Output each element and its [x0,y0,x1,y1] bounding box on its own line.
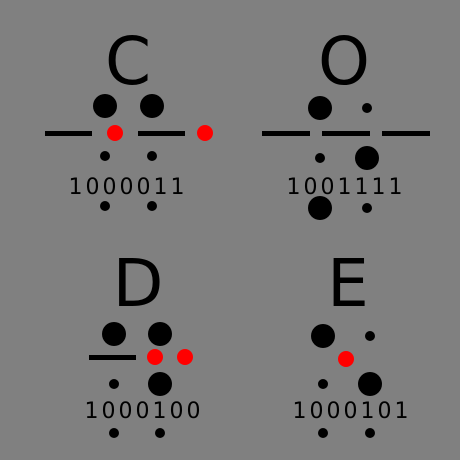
large-dot [140,94,164,118]
bar [138,131,185,136]
bar [262,131,310,136]
highlight-dot [177,349,193,365]
bit-string: 1000101 [293,399,412,424]
panel-d: D 1000100 [85,245,204,438]
small-dot [362,203,372,213]
small-dot [100,201,110,211]
small-dot [318,379,328,389]
small-dot [318,428,328,438]
highlight-dot [338,351,354,367]
panel-c: C 1000011 [45,23,213,211]
highlight-dot [107,125,123,141]
letter-label: C [105,23,151,100]
small-dot [147,201,157,211]
large-dot [148,322,172,346]
large-dot [102,322,126,346]
highlight-dot [147,349,163,365]
highlight-dot [197,125,213,141]
letter-label: E [327,245,369,322]
bit-string: 1000011 [69,175,188,200]
small-dot [109,379,119,389]
small-dot [365,428,375,438]
large-dot [311,324,335,348]
large-dot [93,94,117,118]
bar [45,131,92,136]
bit-string: 1001111 [287,175,406,200]
bar [322,131,370,136]
large-dot [355,146,379,170]
panel-o: O 1001111 [262,23,430,220]
letter-label: O [318,23,370,100]
panel-e: E 1000101 [293,245,412,438]
letter-label: D [113,245,164,322]
large-dot [358,372,382,396]
small-dot [155,428,165,438]
small-dot [147,151,157,161]
small-dot [109,428,119,438]
large-dot [148,372,172,396]
bit-string: 1000100 [85,399,204,424]
small-dot [100,151,110,161]
small-dot [365,331,375,341]
large-dot [308,96,332,120]
small-dot [315,153,325,163]
bar [89,355,136,360]
large-dot [308,196,332,220]
small-dot [362,103,372,113]
bar [382,131,430,136]
